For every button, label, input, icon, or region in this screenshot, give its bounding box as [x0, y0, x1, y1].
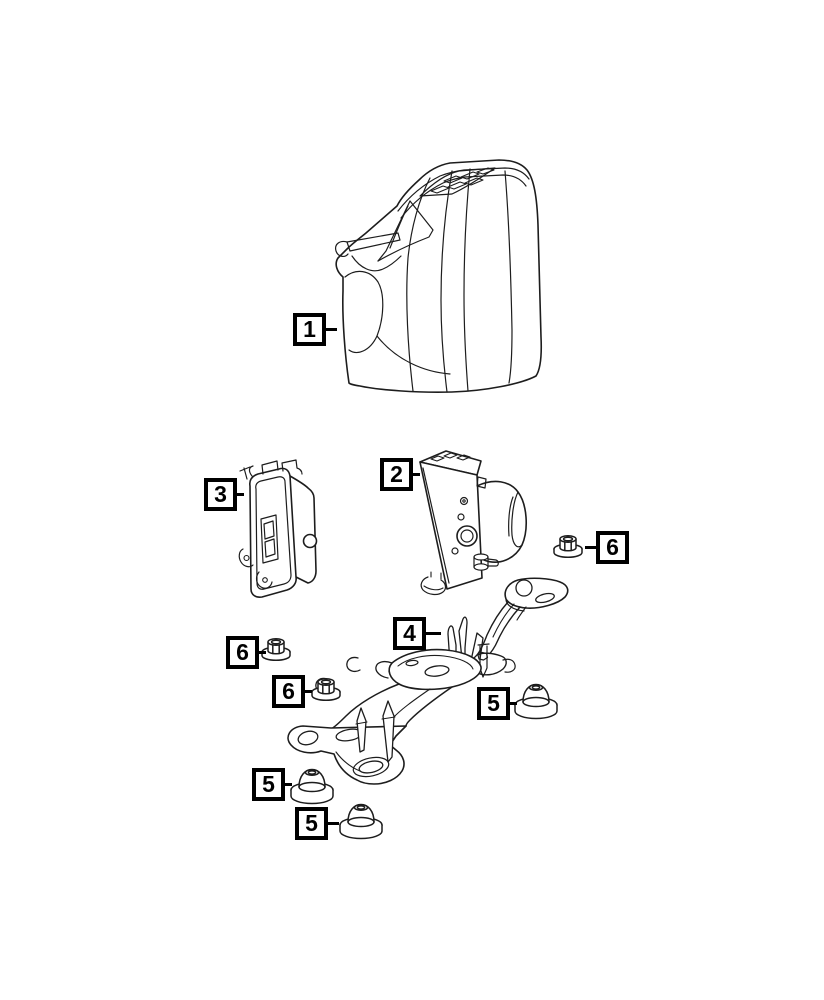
callout-5-middle: 5 — [252, 768, 292, 801]
callout-6-right-leader — [585, 546, 596, 549]
callout-5-bottom-leader — [328, 822, 339, 825]
part-5-grommet-bottom — [339, 803, 383, 840]
callout-6-upper-left-leader — [259, 651, 266, 654]
callout-3-box: 3 — [204, 478, 237, 511]
callout-5-middle-label: 5 — [262, 771, 275, 797]
part-6-nut-right — [553, 534, 583, 559]
callout-2: 2 — [380, 458, 420, 491]
callout-6-lower-left-box: 6 — [272, 675, 305, 708]
part-1-cover-drawing — [335, 159, 543, 393]
part-5-grommet-right — [514, 683, 558, 720]
callout-5-bottom-box: 5 — [295, 807, 328, 840]
callout-5-right-label: 5 — [487, 690, 500, 716]
callout-5-right-box: 5 — [477, 687, 510, 720]
callout-1-box: 1 — [293, 313, 326, 346]
callout-4: 4 — [393, 617, 441, 650]
callout-5-right-leader — [510, 702, 517, 705]
callout-6-upper-left-box: 6 — [226, 636, 259, 669]
callout-4-box: 4 — [393, 617, 426, 650]
callout-5-right: 5 — [477, 687, 517, 720]
callout-2-box: 2 — [380, 458, 413, 491]
callout-6-lower-left-label: 6 — [282, 678, 295, 704]
callout-5-middle-box: 5 — [252, 768, 285, 801]
callout-6-lower-left-leader — [305, 690, 312, 693]
callout-3: 3 — [204, 478, 244, 511]
callout-3-label: 3 — [214, 481, 227, 507]
callout-1-label: 1 — [303, 316, 316, 342]
callout-4-leader — [426, 632, 441, 635]
part-4-bracket-drawing — [287, 577, 569, 785]
callout-2-label: 2 — [390, 461, 403, 487]
callout-5-bottom-label: 5 — [305, 810, 318, 836]
callout-5-middle-leader — [285, 783, 292, 786]
callout-3-leader — [237, 493, 244, 496]
part-6-nut-upper-left — [261, 637, 291, 662]
callout-6-right: 6 — [585, 531, 629, 564]
part-5-grommet-middle — [290, 768, 334, 805]
callout-6-upper-left-label: 6 — [236, 639, 249, 665]
callout-6-lower-left: 6 — [272, 675, 312, 708]
callout-2-leader — [413, 473, 420, 476]
callout-4-label: 4 — [403, 620, 416, 646]
callout-6-upper-left: 6 — [226, 636, 266, 669]
part-3-control-module-drawing — [238, 459, 318, 598]
callout-5-bottom: 5 — [295, 807, 339, 840]
callout-6-right-label: 6 — [606, 534, 619, 560]
part-2-module-pump-drawing — [419, 450, 527, 596]
callout-1-leader — [326, 328, 337, 331]
callout-6-right-box: 6 — [596, 531, 629, 564]
callout-1: 1 — [293, 313, 337, 346]
